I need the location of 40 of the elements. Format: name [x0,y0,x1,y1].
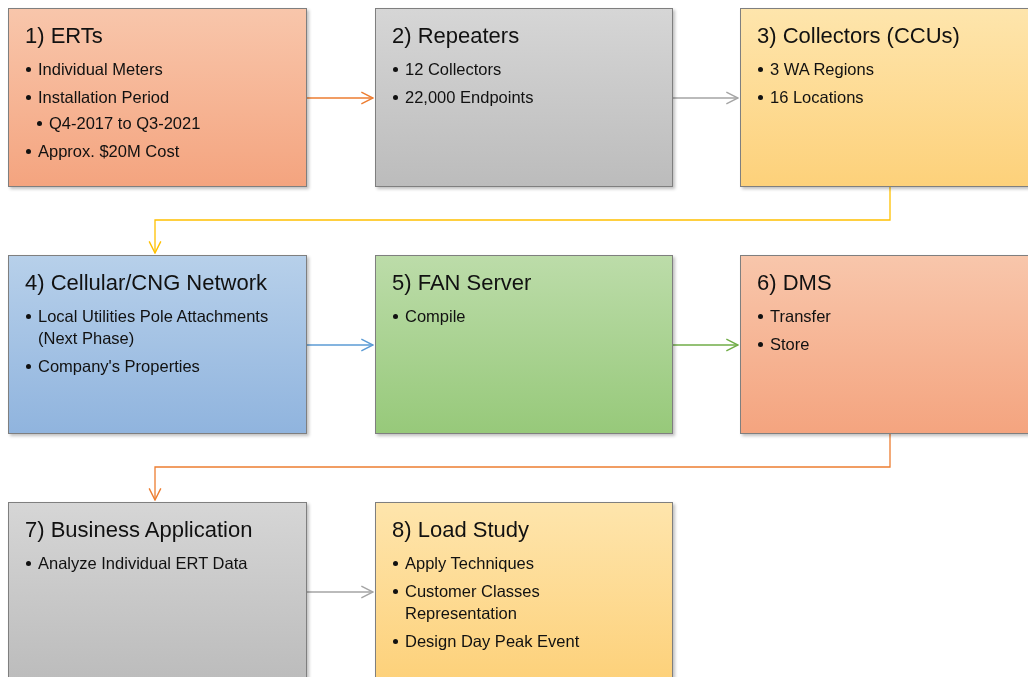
process-box [8,8,307,187]
box-heading: 6) DMS [757,269,833,297]
arrow [306,585,374,599]
bullet-item: Customer Classes Representation [392,580,656,624]
arrow [672,338,739,352]
process-box [8,255,307,434]
bullet-item: 16 Locations [757,86,1023,108]
bullet-item: Installation Period [25,86,290,108]
bullet-item: 3 WA Regions [757,58,1023,80]
bullet-item: Q4-2017 to Q3-2021 [25,112,290,134]
process-box [375,8,673,187]
bullet-item: 12 Collectors [392,58,656,80]
bullet-item: Transfer [757,305,1023,327]
process-box [375,255,673,434]
bullet-item: 22,000 Endpoints [392,86,656,108]
box-heading: 7) Business Application [25,516,254,544]
arrow [672,91,739,105]
bullet-item: Design Day Peak Event [392,630,656,652]
arrow [148,186,891,254]
process-box [740,8,1028,187]
bullet-item: Local Utilities Pole Attachments (Next Phase) [25,305,290,349]
process-box [740,255,1028,434]
process-box [8,502,307,677]
box-heading: 3) Collectors (CCUs) [757,22,961,50]
bullet-item: Store [757,333,1023,355]
bullet-item: Apply Techniques [392,552,656,574]
bullet-item: Company's Properties [25,355,290,377]
process-box [375,502,673,677]
arrow [306,338,374,352]
bullet-item: Individual Meters [25,58,290,80]
box-heading: 5) FAN Server [392,269,533,297]
arrow [148,433,891,501]
box-heading: 8) Load Study [392,516,530,544]
box-heading: 4) Cellular/CNG Network [25,269,269,297]
bullet-item: Approx. $20M Cost [25,140,290,162]
arrow [306,91,374,105]
box-heading: 2) Repeaters [392,22,521,50]
bullet-item: Analyze Individual ERT Data [25,552,290,574]
bullet-item: Compile [392,305,656,327]
box-heading: 1) ERTs [25,22,104,50]
